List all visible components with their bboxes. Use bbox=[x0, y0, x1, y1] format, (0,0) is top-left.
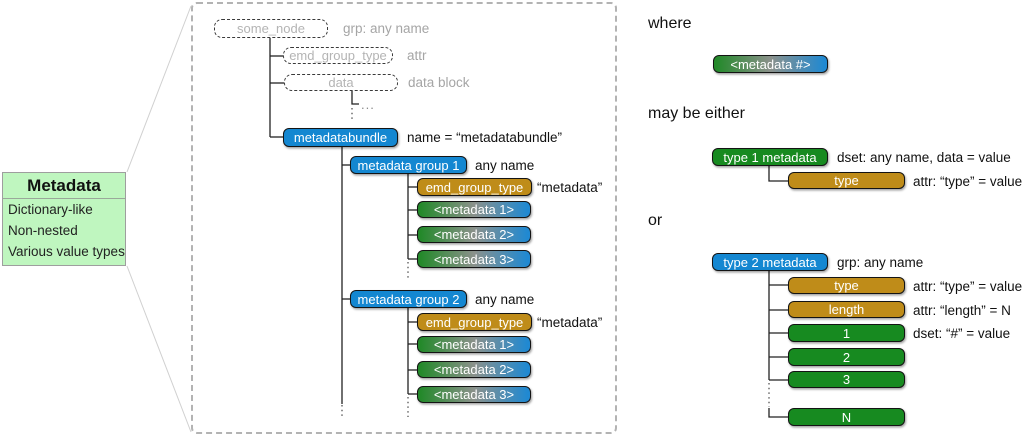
node-metadata-group-2: metadata group 2 bbox=[350, 290, 467, 308]
node-group1-metadata-3: <metadata 3> bbox=[417, 250, 531, 268]
note-type2-length: attr: “length” = N bbox=[913, 303, 1011, 318]
node-group2-metadata-2: <metadata 2> bbox=[417, 361, 531, 378]
node-group2-emd-group-type: emd_group_type bbox=[417, 313, 532, 331]
node-type2-type: type bbox=[788, 277, 905, 294]
panel-feature: Various value types bbox=[8, 244, 125, 259]
note-type2-dset: dset: “#” = value bbox=[913, 326, 1011, 341]
note-group1-metadata: “metadata” bbox=[537, 180, 603, 195]
callout-lines bbox=[126, 5, 192, 433]
node-type2-3: 3 bbox=[788, 371, 905, 388]
note-type2: grp: any name bbox=[837, 255, 924, 270]
metadata-summary-panel: Metadata Dictionary-like Non-nested Vari… bbox=[2, 172, 126, 266]
panel-title: Metadata bbox=[3, 173, 125, 199]
continuation-dots bbox=[341, 108, 770, 418]
node-group1-emd-group-type: emd_group_type bbox=[417, 178, 532, 196]
tree-lines bbox=[269, 38, 788, 418]
panel-feature: Non-nested bbox=[8, 223, 78, 238]
note-group2-metadata: “metadata” bbox=[537, 315, 603, 330]
node-group1-metadata-2: <metadata 2> bbox=[417, 226, 531, 243]
may-be-either-label: may be either bbox=[648, 105, 745, 122]
node-metadata-hash: <metadata #> bbox=[713, 55, 828, 73]
node-type2-N: N bbox=[788, 408, 905, 426]
note-attr: attr bbox=[407, 48, 427, 63]
note-type2-type: attr: “type” = value bbox=[913, 279, 1023, 294]
or-label: or bbox=[648, 212, 663, 229]
node-metadata-group-1: metadata group 1 bbox=[350, 156, 467, 174]
note-group2-any-name: any name bbox=[475, 292, 535, 307]
node-type2-1: 1 bbox=[788, 324, 905, 342]
where-label: where bbox=[648, 15, 692, 32]
node-group2-metadata-3: <metadata 3> bbox=[417, 386, 531, 403]
node-type1-metadata: type 1 metadata bbox=[712, 148, 828, 166]
note-some-node: grp: any name bbox=[343, 21, 430, 36]
node-data: data bbox=[284, 74, 398, 91]
tree-frame bbox=[191, 2, 617, 434]
node-metadatabundle: metadatabundle bbox=[283, 128, 398, 147]
note-type1: dset: any name, data = value bbox=[837, 150, 1011, 165]
node-some-node: some_node bbox=[214, 19, 328, 38]
panel-feature: Dictionary-like bbox=[8, 202, 93, 217]
node-type2-length: length bbox=[788, 301, 905, 318]
node-emd-group-type-ghost: emd_group_type bbox=[283, 47, 393, 64]
node-group2-metadata-1: <metadata 1> bbox=[417, 336, 531, 353]
note-metadatabundle: name = “metadatabundle” bbox=[407, 130, 562, 145]
note-data-block: data block bbox=[408, 75, 470, 90]
node-type2-metadata: type 2 metadata bbox=[712, 253, 828, 271]
note-type1-type-attr: attr: “type” = value bbox=[913, 174, 1023, 189]
note-group1-any-name: any name bbox=[475, 158, 535, 173]
node-group1-metadata-1: <metadata 1> bbox=[417, 201, 531, 218]
more-children-dots: ... bbox=[361, 97, 375, 112]
node-type1-type-attr: type bbox=[788, 172, 905, 189]
node-type2-2: 2 bbox=[788, 348, 905, 366]
